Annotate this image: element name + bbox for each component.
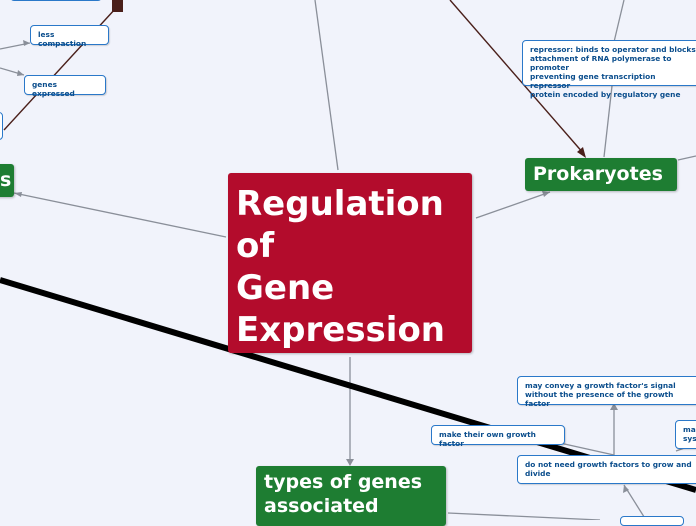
subtopic-growth-factor-signal[interactable]: may convey a growth factor's signal with… [517, 376, 696, 408]
subtopic-no-growth-factors[interactable]: do not need growth factors to grow and d… [517, 455, 696, 484]
arrowhead-left-main [14, 192, 22, 197]
arrowhead-relationship-repressor [577, 147, 586, 158]
connector-prokaryotes-right [677, 155, 696, 161]
partial-topic-top-left[interactable] [10, 0, 102, 1]
connector-types-right [447, 512, 601, 520]
partial-topic-left[interactable] [0, 112, 3, 140]
subtopic-own-growth-factor[interactable]: make their own growth factor [431, 425, 565, 448]
subtopic-repressor[interactable]: repressor: binds to operator and blocks … [522, 40, 696, 99]
arrowhead-no-growth [623, 485, 629, 493]
topic-types-of-genes[interactable]: types of genes associated [256, 466, 446, 526]
relationship-handle [112, 0, 123, 12]
topic-prokaryotes[interactable]: Prokaryotes [525, 158, 677, 191]
connector-top [314, 0, 339, 171]
relationship-repressor [449, 0, 585, 155]
arrowhead-growth-signal [610, 403, 618, 410]
arrowhead-less-compaction [23, 40, 30, 46]
subtopic-less-compaction[interactable]: less compaction [30, 25, 109, 48]
connector-repressor-top [613, 0, 625, 43]
subtopic-partial-right[interactable]: ma sys [675, 420, 696, 449]
subtopic-genes-expressed[interactable]: genes expressed [24, 75, 106, 98]
partial-topic-bottom-right[interactable] [620, 516, 684, 526]
connector-left-main [13, 192, 227, 238]
connector-no-growth [623, 484, 647, 520]
arrowhead-genes-expressed [17, 70, 24, 76]
connector-own-growth [559, 442, 615, 456]
connector-prokaryotes [475, 191, 551, 219]
arrowhead-prokaryotes [542, 191, 550, 197]
topic-left-partial[interactable]: s [0, 164, 14, 197]
connector-prokaryotes-repressor [603, 85, 613, 158]
central-topic[interactable]: Regulation of Gene Expression [228, 173, 472, 353]
arrowhead-types [346, 459, 354, 466]
